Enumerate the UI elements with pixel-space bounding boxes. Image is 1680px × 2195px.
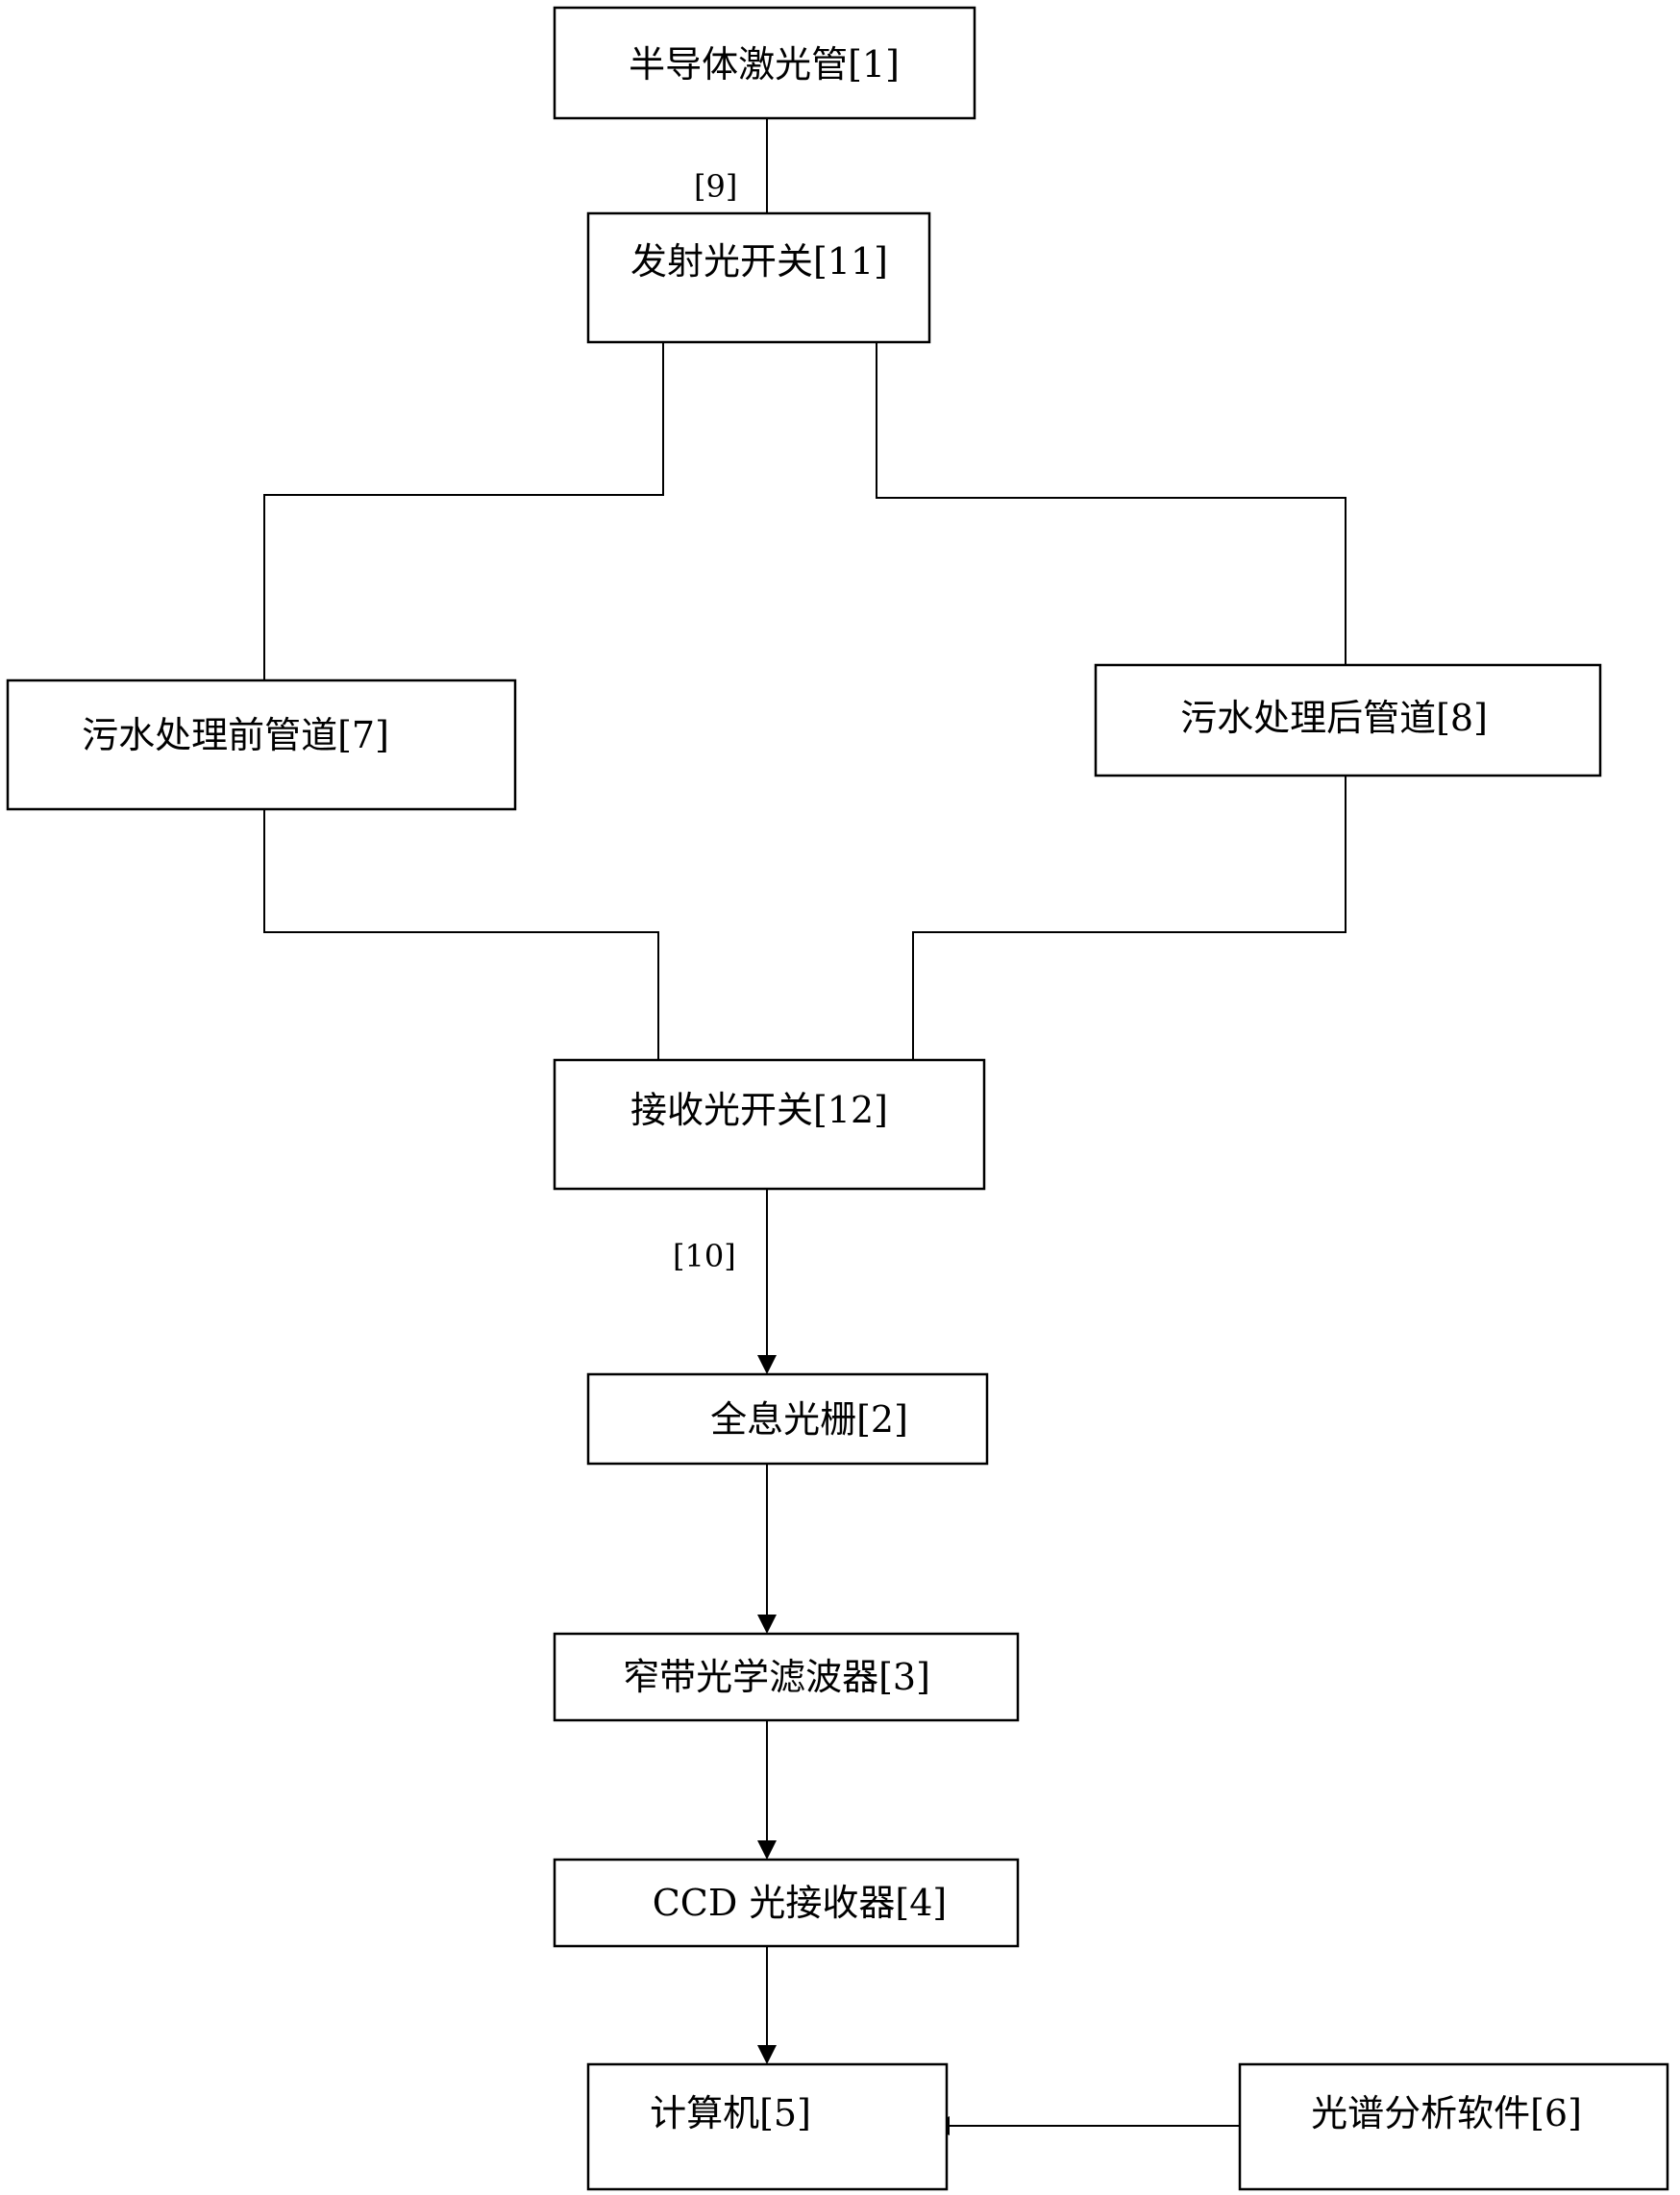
node-software: 光谱分析软件[6]: [1238, 2062, 1669, 2191]
node-filter-label: 窄带光学滤波器[3]: [623, 1656, 930, 1698]
node-pipe-after-label: 污水处理后管道[8]: [1180, 697, 1488, 739]
node-recv-switch: 接收光开关[12]: [553, 1058, 986, 1191]
arrowhead-computer: [757, 2045, 777, 2064]
connector-emit-pipe-before: [263, 342, 664, 680]
node-filter: 窄带光学滤波器[3]: [553, 1632, 1020, 1722]
connector-pipe-after-recv: [912, 776, 1346, 1060]
arrowhead-ccd: [757, 1840, 777, 1860]
node-grating: 全息光栅[2]: [586, 1372, 989, 1466]
node-laser: 半导体激光管[1]: [553, 6, 976, 120]
node-pipe-before: 污水处理前管道[7]: [6, 678, 517, 811]
edge-label-fiber-out: [9]: [694, 168, 737, 205]
arrowhead-grating: [757, 1355, 777, 1374]
node-grating-label: 全息光栅[2]: [710, 1398, 908, 1441]
node-ccd-label: CCD 光接收器[4]: [653, 1882, 948, 1924]
node-computer-label: 计算机[5]: [650, 2092, 811, 2134]
node-emit-switch: 发射光开关[11]: [586, 211, 931, 344]
node-pipe-after: 污水处理后管道[8]: [1094, 663, 1602, 777]
node-ccd: CCD 光接收器[4]: [553, 1858, 1020, 1948]
node-computer: 计算机[5]: [586, 2062, 949, 2191]
arrowhead-filter: [757, 1615, 777, 1634]
node-software-label: 光谱分析软件[6]: [1311, 2092, 1582, 2134]
arrowheads: [757, 1355, 950, 2135]
connector-pipe-before-recv: [263, 809, 659, 1060]
node-laser-label: 半导体激光管[1]: [629, 43, 900, 86]
node-pipe-before-label: 污水处理前管道[7]: [82, 714, 389, 756]
connector-emit-pipe-after: [876, 342, 1346, 665]
node-emit-switch-label: 发射光开关[11]: [630, 240, 888, 283]
edge-label-fiber-in: [10]: [673, 1238, 736, 1274]
connectors: [263, 118, 1346, 2127]
node-recv-switch-label: 接收光开关[12]: [630, 1089, 888, 1131]
